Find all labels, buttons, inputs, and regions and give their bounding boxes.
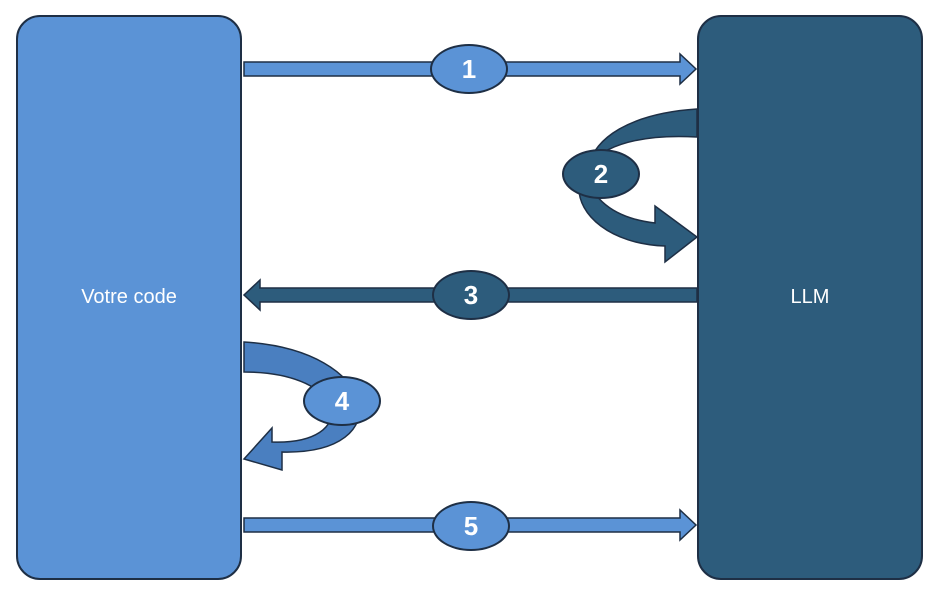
- step-5-number: 5: [463, 510, 479, 541]
- step-3-badge: 3: [432, 270, 510, 320]
- step-4-number: 4: [334, 385, 350, 416]
- step-2-badge: 2: [562, 149, 640, 199]
- step-2-number: 2: [593, 158, 609, 189]
- step-5-badge: 5: [432, 501, 510, 551]
- votre-code-label: Votre code: [81, 286, 177, 308]
- step-3-number: 3: [463, 279, 479, 310]
- votre-code-node: Votre code: [16, 15, 242, 580]
- llm-label: LLM: [790, 286, 830, 308]
- step-1-number: 1: [461, 53, 477, 84]
- llm-node: LLM: [697, 15, 923, 580]
- step-1-badge: 1: [430, 44, 508, 94]
- step-4-badge: 4: [303, 376, 381, 426]
